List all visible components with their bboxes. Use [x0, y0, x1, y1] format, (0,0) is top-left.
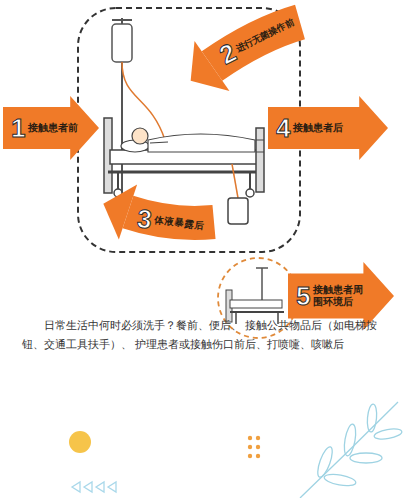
step-arrow: 1接触患者前 — [3, 96, 99, 160]
step-content: 4接触患者后 — [276, 96, 343, 160]
arrow-head — [103, 185, 137, 240]
arrow-shape-fill — [3, 96, 99, 160]
deco-leaf — [300, 402, 403, 498]
iv-stand — [112, 18, 165, 195]
step-label: 接触患者周围环境后 — [313, 284, 363, 308]
step-label: 进行无菌操作前 — [234, 16, 295, 54]
deco-triangles — [72, 482, 116, 492]
patient-zone — [78, 8, 300, 252]
step-number: 3 — [135, 205, 152, 232]
empty-bed — [226, 268, 284, 324]
note-text: 日常生活中何时必须洗手？餐前、便后、 接触公共物品后（如电梯按钮、交通工具扶手）… — [22, 316, 398, 355]
step-label: 体液暴露后 — [154, 214, 205, 231]
step-arrow: 4接触患者后 — [268, 96, 388, 160]
step-label: 接触患者前 — [28, 122, 78, 134]
step-number: 1 — [11, 115, 25, 141]
step-content: 1接触患者前 — [11, 96, 78, 160]
drainage-bag — [228, 164, 248, 224]
deco-dot — [69, 431, 91, 453]
step-number: 5 — [296, 283, 310, 309]
patient — [121, 128, 255, 152]
step-label: 接触患者后 — [293, 122, 343, 134]
step-number: 4 — [276, 115, 290, 141]
bed — [104, 118, 264, 197]
deco-dots — [248, 436, 260, 458]
step-content: 2进行无菌操作前 — [215, 9, 299, 68]
arrow-shape-fill — [268, 96, 388, 160]
step-content: 3体液暴露后 — [135, 205, 205, 239]
